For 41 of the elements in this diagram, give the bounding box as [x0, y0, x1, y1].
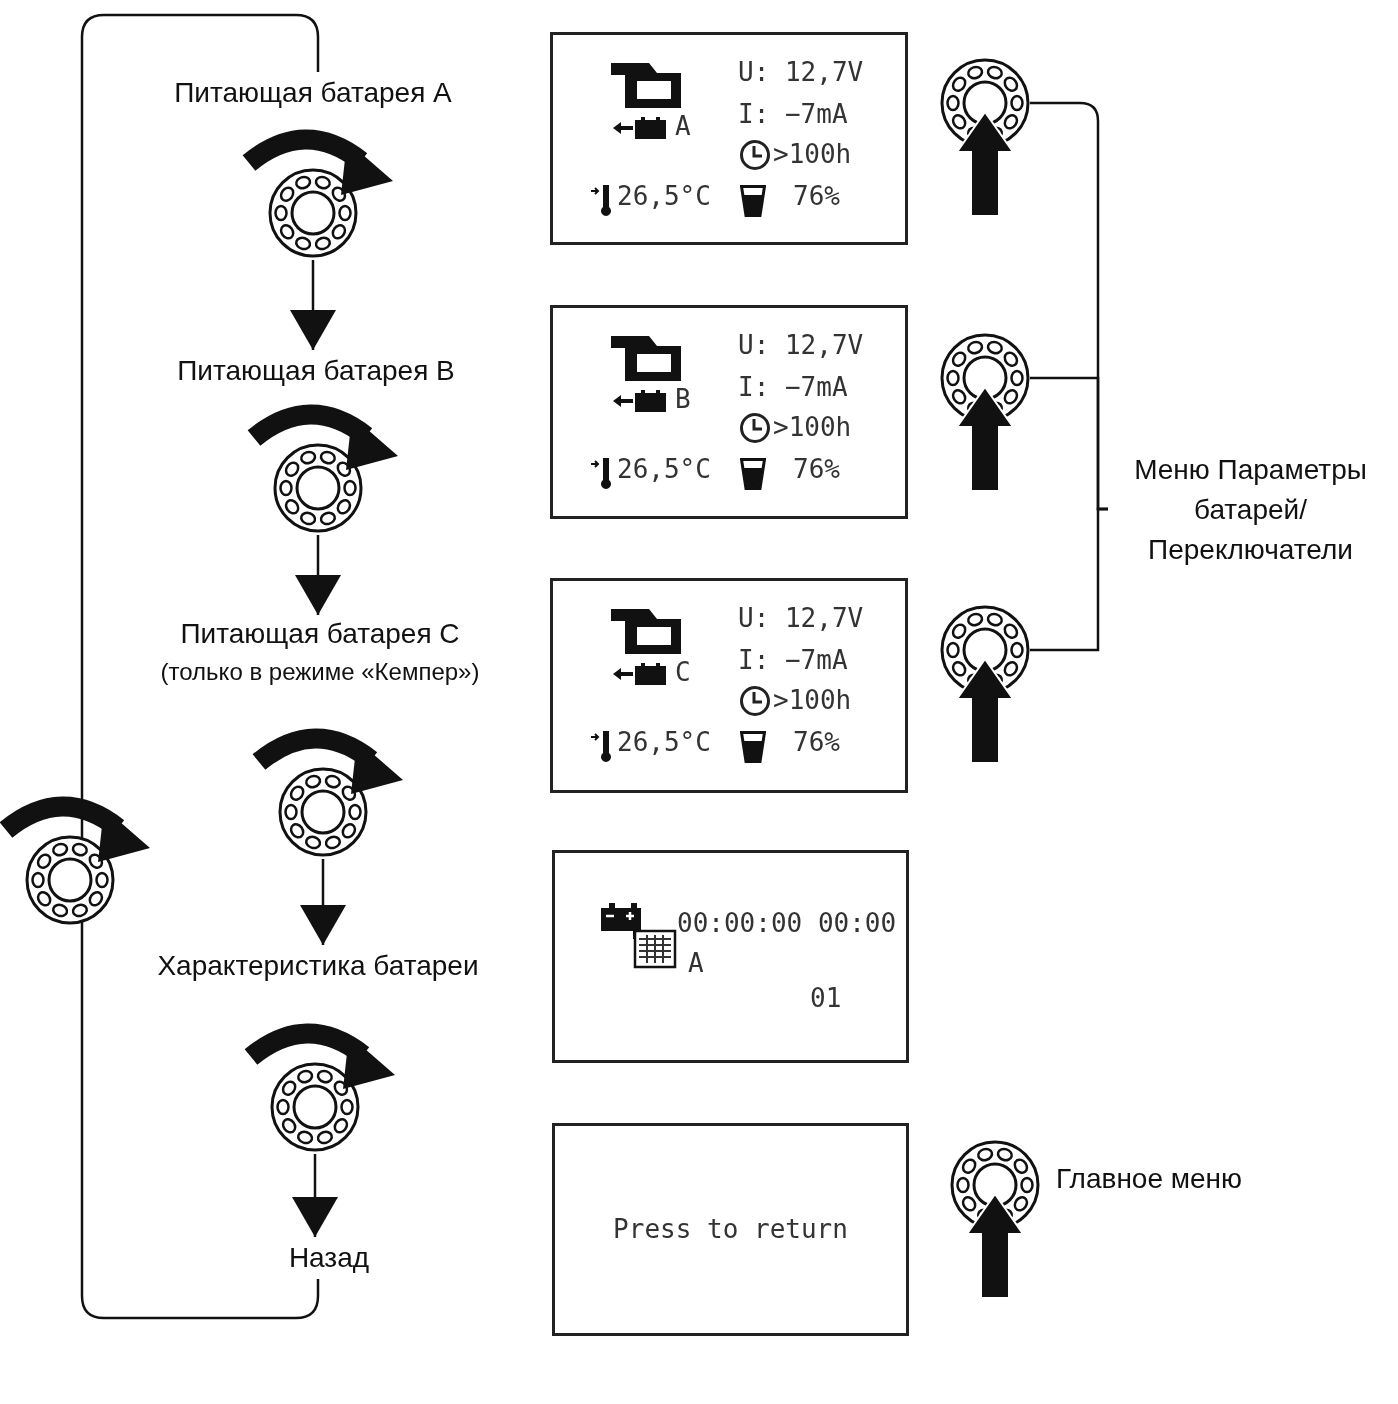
arrow [290, 260, 336, 350]
step-label: Питающая батарея C [179, 617, 461, 651]
screen-text: 26,5°C [617, 727, 711, 757]
lcd-screen [550, 578, 908, 793]
screen-text: >100h [773, 685, 852, 715]
step-label: Назад [269, 1237, 389, 1279]
screen-text: B [675, 384, 691, 414]
screen-text: Press to return [612, 1214, 849, 1244]
screen-text: U: 12,7V [738, 57, 864, 87]
screen-text: U: 12,7V [738, 603, 864, 633]
step-label: Питающая батарея A [130, 72, 496, 114]
lcd-screen [552, 850, 909, 1063]
bracket-line [1030, 507, 1108, 652]
lcd-screen [552, 1123, 909, 1336]
lcd-screen [550, 32, 908, 245]
screen-text: 00:00:00 00:00 [677, 908, 897, 938]
step-note: (только в режиме «Кемпер») [159, 657, 481, 687]
screen-text: I: −7mA [738, 645, 848, 675]
step-label: Меню Параметры батарей/ Переключатели [1108, 450, 1393, 570]
screen-text: I: −7mA [738, 372, 848, 402]
step-label: Питающая батарея B [130, 350, 502, 392]
screen-text: >100h [773, 139, 852, 169]
step-label: Характеристика батареи [128, 945, 508, 987]
screen-text: 01 [810, 983, 842, 1013]
arrow [292, 1154, 338, 1237]
screen-text: 26,5°C [617, 181, 711, 211]
screen-text: A [675, 111, 691, 141]
screen-text: U: 12,7V [738, 330, 864, 360]
screen-text: 26,5°C [617, 454, 711, 484]
arrow [295, 535, 341, 615]
arrow [300, 859, 346, 945]
loop-line [80, 13, 320, 1320]
lcd-screen [550, 305, 908, 519]
screen-text: C [675, 657, 691, 687]
screen-text: 76% [793, 454, 840, 484]
screen-text: I: −7mA [738, 99, 848, 129]
screen-text: >100h [773, 412, 852, 442]
menu-label: Главное меню [1056, 1162, 1243, 1196]
screen-text: 76% [793, 181, 840, 211]
screen-text: A [688, 948, 704, 978]
screen-text: 76% [793, 727, 840, 757]
